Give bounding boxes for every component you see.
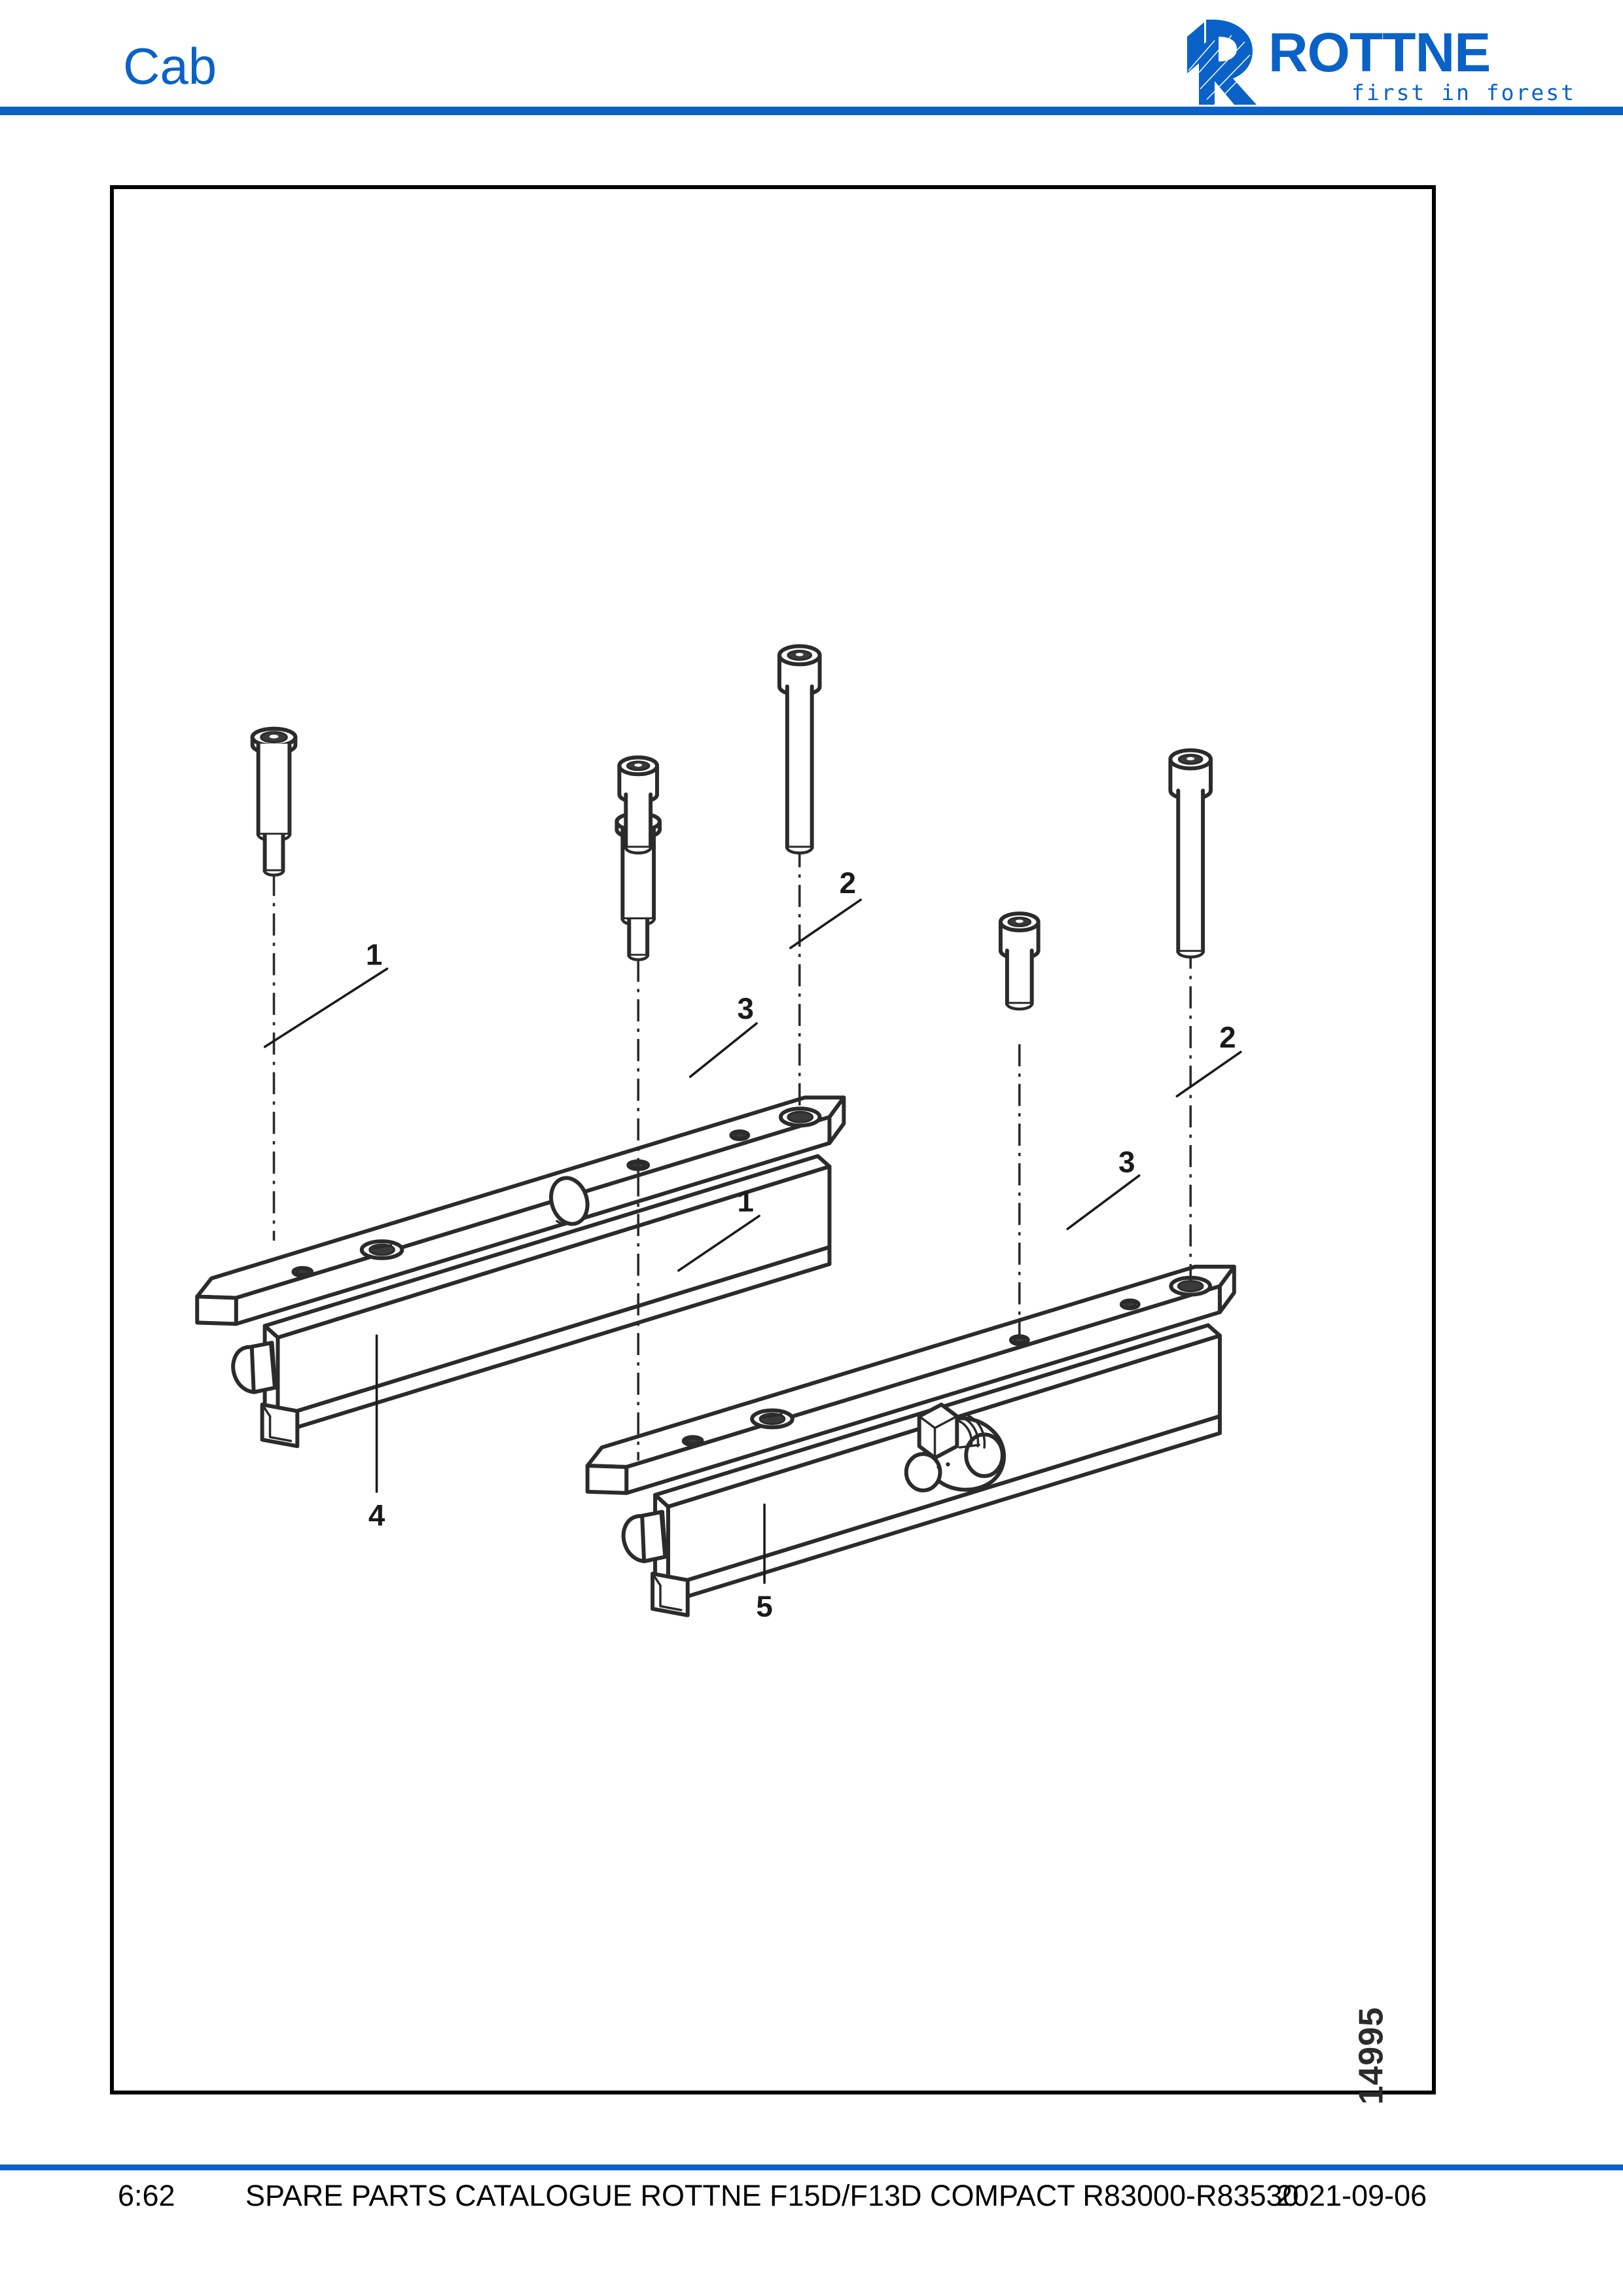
logo-wordmark: ROTTNE — [1268, 22, 1491, 83]
fastener-2-right — [1170, 751, 1211, 957]
footer-page-number: 6:62 — [118, 2179, 175, 2212]
exploded-assembly-drawing: .ln { fill:none; stroke:#2b2b2b; stroke-… — [195, 189, 1242, 1623]
callout-1-mid: 1 — [738, 1184, 754, 1218]
footer-date: 2021-09-06 — [1276, 2179, 1427, 2212]
callout-labels: 1 2 3 1 2 3 4 5 — [366, 866, 1236, 1623]
footer-catalogue-title: SPARE PARTS CATALOGUE ROTTNE F15D/F13D C… — [245, 2179, 1299, 2212]
footer-divider — [0, 2164, 1623, 2170]
callout-2-right: 2 — [1219, 1021, 1236, 1054]
fastener-3-right — [1001, 913, 1039, 1009]
callout-1-left: 1 — [366, 938, 382, 972]
drawing-number: 14995 — [1353, 2007, 1391, 2105]
callout-3-right: 3 — [1118, 1146, 1135, 1179]
logo-tagline: first in forest — [1351, 80, 1577, 105]
callout-5: 5 — [756, 1590, 772, 1623]
rottne-logo: ROTTNE first in forest — [1185, 18, 1574, 107]
callout-3-left: 3 — [738, 992, 754, 1025]
right-rail-assembly — [585, 1264, 1236, 1617]
rottne-r-logo-icon — [1187, 20, 1257, 107]
page-footer: 6:62 SPARE PARTS CATALOGUE ROTTNE F15D/F… — [0, 2179, 1623, 2238]
leader-lines — [263, 898, 1242, 1584]
release-lever — [904, 1402, 1006, 1492]
centre-lines — [272, 845, 1192, 1461]
fastener-2-left — [779, 646, 820, 853]
left-rail-assembly — [195, 1095, 846, 1449]
page-title: Cab — [123, 37, 217, 95]
fastener-1-left — [253, 729, 296, 875]
drawing-frame: .ln { fill:none; stroke:#2b2b2b; stroke-… — [110, 185, 1436, 2105]
callout-4: 4 — [368, 1498, 385, 1532]
fastener-3-left — [619, 757, 657, 853]
callout-2-left: 2 — [840, 866, 856, 900]
header-divider — [0, 107, 1623, 115]
page-header: Cab ROTTNE first in forest — [0, 0, 1623, 121]
